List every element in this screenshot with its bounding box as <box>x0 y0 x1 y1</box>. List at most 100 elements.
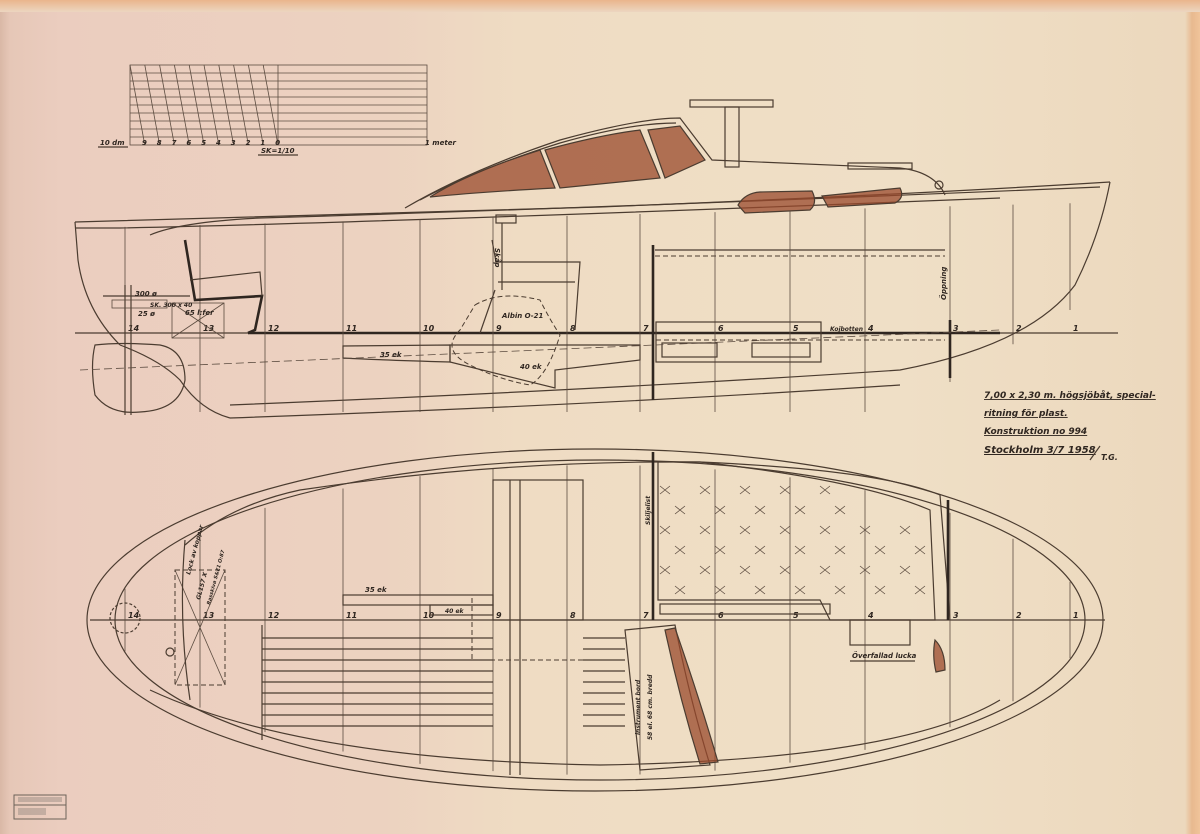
cushion-tuft <box>779 485 791 495</box>
cushion-tuft <box>674 505 686 515</box>
scale-bar <box>98 64 428 156</box>
locker-label: Skåp <box>493 248 502 267</box>
scale-digit: 2 <box>246 139 251 147</box>
station-label: 13 <box>203 611 215 620</box>
station-label: 11 <box>346 324 357 333</box>
cushion-tuft <box>819 565 831 575</box>
cushion-tuft <box>659 485 671 495</box>
cushion-tuft <box>819 485 831 495</box>
scale-note: SK=1/10 <box>261 147 295 155</box>
cushion-tuft <box>899 525 911 535</box>
title-line-2: ritning för plast. <box>984 409 1068 419</box>
port-light <box>821 187 903 208</box>
station-label: 13 <box>203 324 215 333</box>
station-label: 12 <box>268 611 280 620</box>
shaft-small-label: 25 ø <box>138 310 155 318</box>
station-label: 9 <box>496 324 502 333</box>
berth-cushion <box>657 461 936 621</box>
cushion-tuft <box>739 485 751 495</box>
cushion-tuft <box>779 525 791 535</box>
cushion-tuft <box>834 585 846 595</box>
cushion-tuft <box>834 545 846 555</box>
cushion-tuft <box>859 525 871 535</box>
station-label: 4 <box>867 611 874 620</box>
cushion-tuft <box>754 545 766 555</box>
divider-label: Skiljelist <box>645 495 652 525</box>
scale-digit: 5 <box>201 139 206 147</box>
scale-digit: 3 <box>231 139 236 147</box>
hatch-note-2: GL157 X <box>195 571 209 600</box>
station-label: 8 <box>570 324 576 333</box>
hatch-note-3: Rasskiva S&E1 O:87 <box>206 549 227 606</box>
cushion-tuft <box>699 525 711 535</box>
station-label: 5 <box>793 324 799 333</box>
station-label: 7 <box>643 611 649 620</box>
cushion-tuft <box>834 505 846 515</box>
mast <box>724 106 740 168</box>
station-label: 5 <box>793 611 799 620</box>
fuel-tank <box>171 302 225 339</box>
shaft-diameter-label: 300 ø <box>135 290 157 298</box>
plan-bearer-35-label: 35 ek <box>365 586 388 594</box>
station-label: 14 <box>128 324 140 333</box>
cushion-tuft <box>794 585 806 595</box>
engine-label: Albin O-21 <box>501 312 544 320</box>
scale-left-label: 10 dm <box>100 139 124 147</box>
scale-digit: 7 <box>172 139 177 147</box>
cushion-tuft <box>699 485 711 495</box>
cushion-tuft <box>819 525 831 535</box>
title-line-3: Konstruktion no 994 <box>984 427 1087 437</box>
cushion-tuft <box>674 585 686 595</box>
cushion-tuft <box>714 545 726 555</box>
cushion-tuft <box>859 565 871 575</box>
cushion-tuft <box>659 525 671 535</box>
station-label: 12 <box>268 324 280 333</box>
station-label: 6 <box>718 611 724 620</box>
instrument-size-label: 58 el. 68 cm. bredd <box>647 674 654 740</box>
cushion-tuft <box>714 585 726 595</box>
station-label: 1 <box>1073 324 1079 333</box>
scale-digit: 9 <box>142 139 147 147</box>
berth-floor-label: Kojbotten <box>830 326 863 333</box>
port-light <box>737 190 816 214</box>
station-label: 8 <box>570 611 576 620</box>
cushion-tuft <box>754 505 766 515</box>
opening-label: Öppning <box>939 267 948 300</box>
cushion-tuft <box>659 565 671 575</box>
station-label: 2 <box>1016 324 1022 333</box>
cushion-tuft <box>754 585 766 595</box>
cabin-window <box>429 149 556 198</box>
scale-right-label: 1 meter <box>425 139 456 147</box>
station-label: 2 <box>1016 611 1022 620</box>
station-label: 11 <box>346 611 357 620</box>
cushion-tuft <box>794 545 806 555</box>
cushion-tuft <box>874 585 886 595</box>
title-line-1: 7,00 x 2,30 m. högsjöbåt, special- <box>984 390 1156 401</box>
bearer-40-label: 40 ek <box>520 363 543 371</box>
scale-digit: 6 <box>186 139 191 147</box>
sheet-edge <box>0 0 1200 12</box>
cushion-tuft <box>739 525 751 535</box>
archive-stamp <box>13 794 67 820</box>
scale-digit: 1 <box>260 139 265 147</box>
station-label: 9 <box>496 611 502 620</box>
station-label: 1 <box>1073 611 1079 620</box>
tank-label: 65 l:fer <box>185 309 214 317</box>
cushion-tuft <box>699 565 711 575</box>
station-label: 3 <box>953 324 959 333</box>
title-line-4: Stockholm 3/7 1958 <box>984 445 1096 456</box>
cushion-tuft <box>794 505 806 515</box>
cushion-tuft <box>914 585 926 595</box>
shaft-spec-label: SK. 300 x 40 <box>150 302 192 309</box>
cushion-tuft <box>779 565 791 575</box>
scale-digit: 4 <box>216 139 221 147</box>
cushion-tuft <box>899 565 911 575</box>
mast-crossbar <box>689 99 774 108</box>
plan-bearer-40-label: 40 ek <box>445 608 465 615</box>
cushion-tuft <box>714 505 726 515</box>
cushion-tuft <box>739 565 751 575</box>
